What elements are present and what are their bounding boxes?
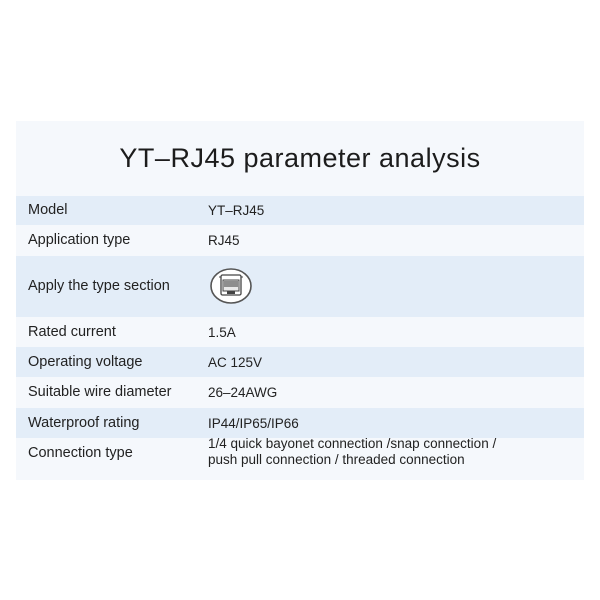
table-row-model: Model YT–RJ45 [16, 196, 584, 225]
row-value: 26–24AWG [208, 385, 278, 400]
row-value: 1.5A [208, 325, 236, 340]
parameter-table: Model YT–RJ45 Application type RJ45 Appl… [16, 196, 584, 479]
table-row-wire-diameter: Suitable wire diameter 26–24AWG [16, 377, 584, 408]
row-label: Operating voltage [28, 354, 143, 370]
row-value: RJ45 [208, 233, 240, 248]
row-value: YT–RJ45 [208, 203, 265, 218]
table-row-application-type: Application type RJ45 [16, 225, 584, 256]
row-label: Model [28, 202, 68, 218]
row-label: Connection type [28, 445, 133, 461]
row-value-line-2: push pull connection / threaded connecti… [208, 452, 465, 467]
page-title: YT–RJ45 parameter analysis [119, 143, 481, 173]
row-value-line-1: 1/4 quick bayonet connection /snap conne… [208, 436, 497, 451]
table-row-connection-type: Connection type 1/4 quick bayonet connec… [16, 436, 584, 479]
table-row-type-section: Apply the type section [16, 256, 584, 317]
table-row-waterproof-rating: Waterproof rating IP44/IP65/IP66 [16, 408, 584, 438]
table-row-operating-voltage: Operating voltage AC 125V [16, 347, 584, 377]
row-label: Rated current [28, 324, 116, 340]
rj45-connector-icon [209, 267, 253, 305]
row-label: Apply the type section [28, 278, 170, 294]
row-label: Application type [28, 232, 131, 248]
row-value: IP44/IP65/IP66 [208, 416, 299, 431]
table-row-rated-current: Rated current 1.5A [16, 317, 584, 347]
row-value: AC 125V [208, 355, 263, 370]
row-label: Suitable wire diameter [28, 384, 172, 400]
row-label: Waterproof rating [28, 415, 140, 431]
